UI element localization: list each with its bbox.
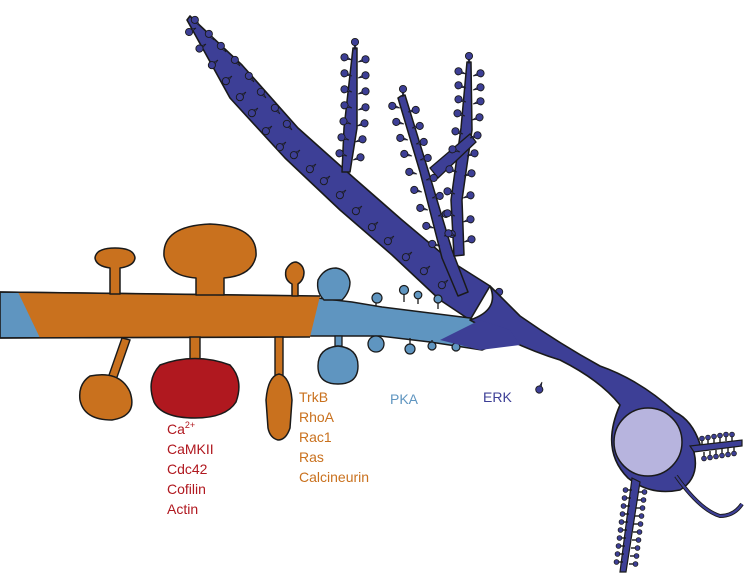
spine-head-left bbox=[78, 374, 133, 421]
nucleus bbox=[613, 407, 683, 477]
spine-pka-small-1 bbox=[371, 292, 383, 304]
spine-pka-top bbox=[316, 267, 351, 301]
label-ras: Ras bbox=[299, 449, 324, 465]
basal-dendrite-right bbox=[688, 439, 743, 453]
soma-join bbox=[440, 320, 520, 350]
orange-dendrite bbox=[0, 291, 511, 351]
cell-body bbox=[440, 285, 744, 573]
shaft-top-edge bbox=[0, 291, 321, 297]
pka-spines bbox=[316, 267, 461, 385]
spine-thin-small bbox=[284, 261, 305, 297]
spine-pka-small-5 bbox=[404, 343, 416, 355]
axon bbox=[675, 475, 743, 518]
label-ca: Ca2+ bbox=[167, 420, 195, 437]
label-pka: PKA bbox=[390, 391, 419, 407]
spine-pka-small-4 bbox=[433, 294, 443, 304]
spine-mushroom-small bbox=[94, 247, 136, 295]
label-actin: Actin bbox=[167, 501, 198, 517]
orange-spines bbox=[94, 223, 305, 297]
spine-pka-stubby-1 bbox=[367, 335, 385, 353]
spine-pka-small-3 bbox=[413, 290, 423, 300]
label-calcineurin: Calcineurin bbox=[299, 469, 369, 485]
upper-dendrite-branch bbox=[341, 47, 358, 173]
spine-mushroom-large bbox=[163, 223, 257, 296]
label-erk: ERK bbox=[483, 389, 512, 405]
spine-pka-head bbox=[317, 345, 359, 385]
spine-head-red bbox=[150, 357, 240, 419]
label-rhoa: RhoA bbox=[299, 409, 335, 425]
middle-dendrite-branch bbox=[397, 94, 469, 297]
spine-neck-red bbox=[189, 336, 201, 361]
red-label-group: Ca2+ CaMKII Cdc42 Cofilin Actin bbox=[167, 420, 214, 517]
shaft-bottom-edge bbox=[0, 336, 311, 339]
orange-label-group: TrkB RhoA Rac1 Ras Calcineurin bbox=[299, 389, 369, 485]
spine-pka-small-6 bbox=[427, 341, 437, 351]
label-cofilin: Cofilin bbox=[167, 481, 206, 497]
spine-neck-left bbox=[107, 337, 131, 381]
orange-shaft-segment bbox=[18, 292, 320, 338]
label-camkii: CaMKII bbox=[167, 441, 214, 457]
spine-pka-small-2 bbox=[398, 284, 410, 296]
label-trkb: TrkB bbox=[299, 389, 328, 405]
label-cdc42: Cdc42 bbox=[167, 461, 208, 477]
spine-head-thin bbox=[265, 373, 293, 441]
lower-spines bbox=[78, 336, 293, 441]
basal-dendrite-bottom bbox=[619, 477, 641, 573]
label-rac1: Rac1 bbox=[299, 429, 332, 445]
spine-pka-neck bbox=[334, 335, 343, 347]
spine-neck-thin bbox=[274, 336, 284, 379]
